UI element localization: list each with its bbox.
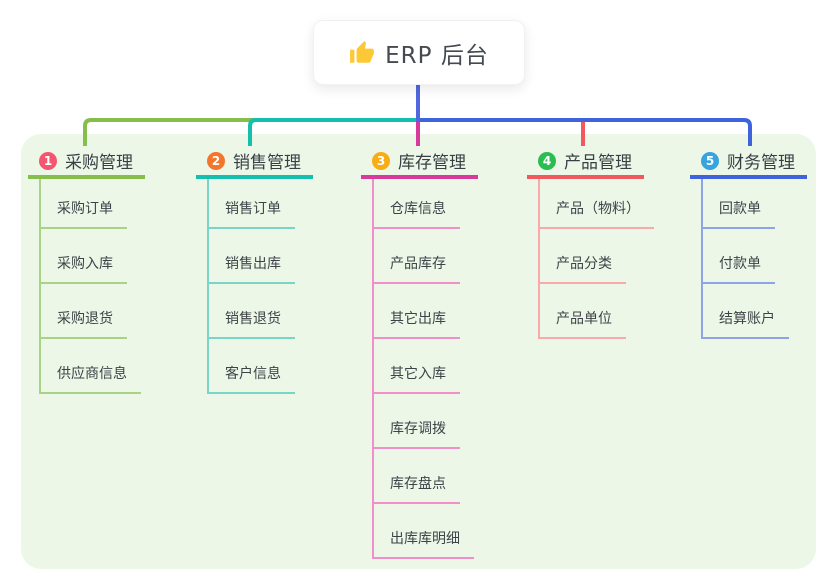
- branch-badge: 1: [39, 151, 57, 170]
- branch-label: 库存管理: [398, 153, 466, 173]
- child-node[interactable]: 库存盘点: [372, 474, 460, 504]
- branch-header-2[interactable]: 2 销售管理: [196, 146, 313, 179]
- root-node[interactable]: ERP 后台: [313, 20, 525, 85]
- child-node[interactable]: 采购退货: [39, 309, 127, 339]
- branch-badge: 5: [701, 151, 719, 170]
- child-node[interactable]: 其它入库: [372, 364, 460, 394]
- child-node[interactable]: 供应商信息: [39, 364, 141, 394]
- branch-trunk: [538, 179, 540, 339]
- branch-label: 采购管理: [65, 153, 133, 173]
- child-node[interactable]: 库存调拨: [372, 419, 460, 449]
- child-node[interactable]: 出库库明细: [372, 529, 474, 559]
- branch-label: 销售管理: [233, 153, 301, 173]
- branch-badge: 3: [372, 151, 390, 170]
- branch-trunk: [207, 179, 209, 394]
- child-node[interactable]: 销售出库: [207, 254, 295, 284]
- child-node[interactable]: 采购入库: [39, 254, 127, 284]
- child-node[interactable]: 销售退货: [207, 309, 295, 339]
- branch-trunk: [372, 179, 374, 559]
- branch-trunk: [701, 179, 703, 339]
- child-node[interactable]: 付款单: [701, 254, 775, 284]
- branch-header-4[interactable]: 4 产品管理: [527, 146, 644, 179]
- child-node[interactable]: 销售订单: [207, 199, 295, 229]
- branch-header-3[interactable]: 3 库存管理: [361, 146, 478, 179]
- thumbs-up-glyph: [350, 40, 375, 63]
- branch-label: 财务管理: [727, 153, 795, 173]
- branch-label: 产品管理: [564, 153, 632, 173]
- branches-panel: [21, 134, 816, 569]
- child-node[interactable]: 其它出库: [372, 309, 460, 339]
- branch-header-5[interactable]: 5 财务管理: [690, 146, 807, 179]
- thumbs-up-icon: [350, 40, 375, 63]
- branch-badge: 4: [538, 151, 556, 170]
- child-node[interactable]: 采购订单: [39, 199, 127, 229]
- branch-badge: 2: [207, 151, 225, 170]
- root-title: ERP 后台: [385, 42, 489, 69]
- branch-header-1[interactable]: 1 采购管理: [28, 146, 145, 179]
- child-node[interactable]: 客户信息: [207, 364, 295, 394]
- child-node[interactable]: 产品（物料）: [538, 199, 654, 229]
- child-node[interactable]: 产品单位: [538, 309, 626, 339]
- child-node[interactable]: 回款单: [701, 199, 775, 229]
- child-node[interactable]: 结算账户: [701, 309, 789, 339]
- child-node[interactable]: 产品库存: [372, 254, 460, 284]
- child-node[interactable]: 产品分类: [538, 254, 626, 284]
- child-node[interactable]: 仓库信息: [372, 199, 460, 229]
- branch-trunk: [39, 179, 41, 394]
